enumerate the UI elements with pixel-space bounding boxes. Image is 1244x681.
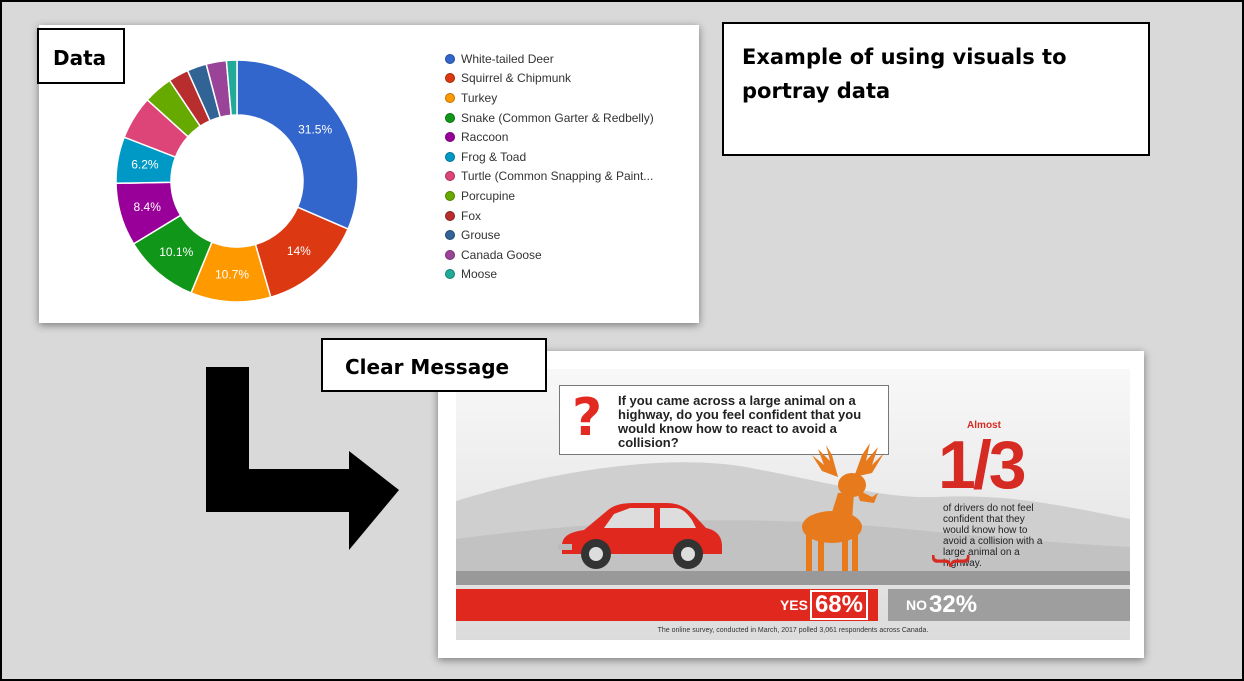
no-value: 32% xyxy=(929,591,978,618)
donut-chart: 31.5% 14% 10.7% 10.1% 8.4% 6.2% xyxy=(115,59,359,303)
legend-label: Moose xyxy=(461,267,498,282)
legend-label: Canada Goose xyxy=(461,247,542,262)
bracket-icon: } xyxy=(931,554,976,568)
donut-slice xyxy=(236,59,359,231)
legend-swatch xyxy=(445,190,455,201)
legend-item: Porcupine xyxy=(445,186,654,206)
legend-swatch xyxy=(445,132,455,143)
legend-swatch xyxy=(445,171,455,182)
donut-chart-panel: 31.5% 14% 10.7% 10.1% 8.4% 6.2% White-tailed … xyxy=(39,25,699,323)
clear-message-label: Clear Message xyxy=(321,338,547,392)
legend-swatch xyxy=(445,249,455,260)
no-label: NO xyxy=(906,597,927,613)
moose-icon xyxy=(802,443,884,577)
question-box: ? If you came across a large animal on a… xyxy=(559,385,889,455)
slice-data-label: 10.7% xyxy=(215,267,249,281)
survey-footnote: The online survey, conducted in March, 2… xyxy=(657,627,929,634)
data-label: Data xyxy=(37,28,125,84)
legend-label: Porcupine xyxy=(461,188,516,203)
legend-label: Frog & Toad xyxy=(461,149,527,164)
slice-data-label: 8.4% xyxy=(134,200,162,214)
infographic-panel: ? If you came across a large animal on a… xyxy=(438,351,1144,658)
example-caption: Example of using visuals to portray data xyxy=(722,22,1150,156)
legend-label: White-tailed Deer xyxy=(461,51,554,66)
question-mark-icon: ? xyxy=(572,388,603,448)
legend-item: Raccoon xyxy=(445,127,654,147)
legend-swatch xyxy=(445,112,455,123)
legend-item: Turkey xyxy=(445,88,654,108)
slice-data-label: 6.2% xyxy=(131,158,159,172)
legend-swatch xyxy=(445,53,455,64)
legend-label: Turtle (Common Snapping & Paint... xyxy=(461,169,654,184)
legend-swatch xyxy=(445,210,455,221)
slice-data-label: 31.5% xyxy=(298,123,332,137)
stat-prefix: Almost xyxy=(967,420,1001,431)
legend-swatch xyxy=(445,92,455,103)
legend-item: Moose xyxy=(445,265,654,285)
road xyxy=(456,571,1130,585)
slice-data-label: 14% xyxy=(287,244,311,258)
slice-data-label: 10.1% xyxy=(159,245,193,259)
legend-label: Raccoon xyxy=(461,130,509,145)
no-bar: NO 32% xyxy=(888,589,1130,621)
legend-item: Fox xyxy=(445,206,654,226)
legend-item: Squirrel & Chipmunk xyxy=(445,69,654,89)
legend-swatch xyxy=(445,73,455,84)
l-arrow-icon xyxy=(206,367,399,550)
legend-swatch xyxy=(445,151,455,162)
legend-label: Fox xyxy=(461,208,482,223)
yes-bar: YES 68% xyxy=(456,589,878,621)
legend-label: Grouse xyxy=(461,228,501,243)
car-icon xyxy=(558,503,722,569)
stat-value: 1/3 xyxy=(938,427,1027,503)
legend-label: Squirrel & Chipmunk xyxy=(461,71,572,86)
legend-label: Turkey xyxy=(461,90,498,105)
question-text: If you came across a large animal on a h… xyxy=(618,393,862,450)
stat-description: of drivers do not feel confident that th… xyxy=(943,503,1043,569)
legend-item: Frog & Toad xyxy=(445,147,654,167)
yes-value: 68% xyxy=(809,590,868,620)
legend-item: Snake (Common Garter & Redbelly) xyxy=(445,108,654,128)
legend-item: Grouse xyxy=(445,225,654,245)
yes-label: YES xyxy=(779,597,808,613)
legend-swatch xyxy=(445,269,455,280)
legend-item: Canada Goose xyxy=(445,245,654,265)
donut-slice xyxy=(225,59,238,117)
legend-swatch xyxy=(445,230,455,241)
legend-label: Snake (Common Garter & Redbelly) xyxy=(461,110,654,125)
legend-item: White-tailed Deer xyxy=(445,49,654,69)
legend-item: Turtle (Common Snapping & Paint... xyxy=(445,167,654,187)
infographic: ? If you came across a large animal on a… xyxy=(456,369,1130,640)
